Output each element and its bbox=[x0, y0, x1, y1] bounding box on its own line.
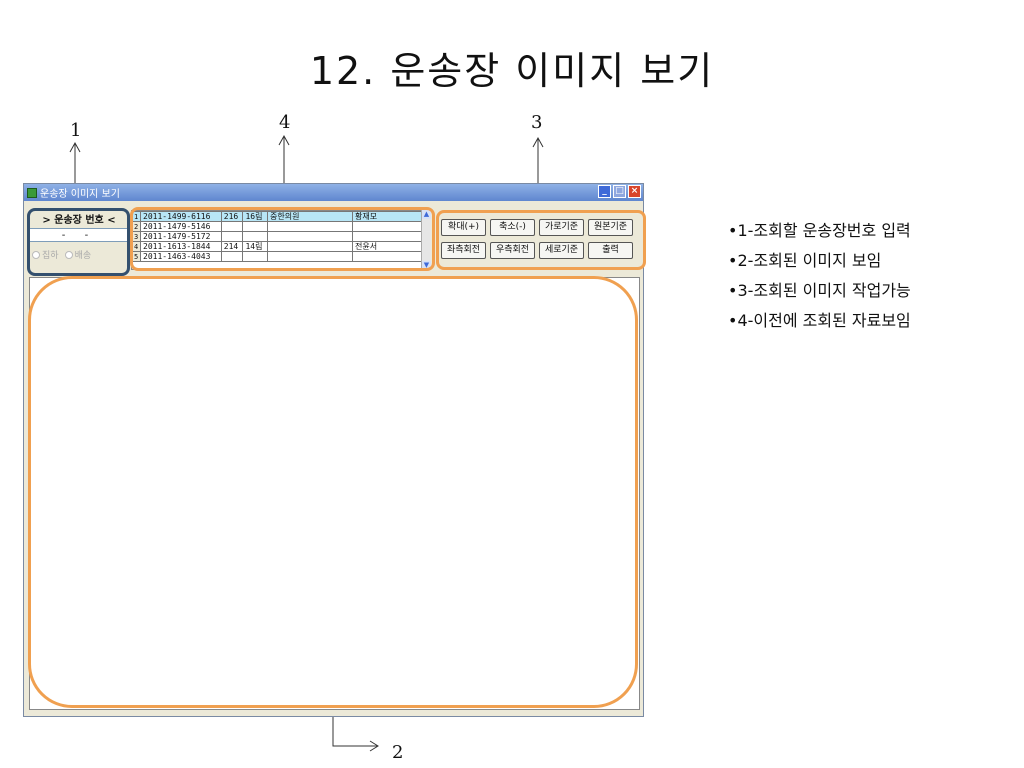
fit-height-button[interactable]: 세로기준 bbox=[539, 242, 584, 259]
highlight-search-panel bbox=[27, 208, 130, 276]
minimize-icon[interactable]: _ bbox=[598, 185, 611, 198]
radio-delivery-label: 배송 bbox=[74, 251, 92, 261]
arrow-icon bbox=[332, 710, 379, 752]
rotate-right-button[interactable]: 우측회전 bbox=[490, 242, 535, 259]
radio-pickup[interactable]: 집하 bbox=[32, 248, 59, 261]
invoice-cell: 2011-1463-4043 bbox=[140, 251, 222, 262]
print-button[interactable]: 출력 bbox=[588, 242, 633, 259]
grid-scrollbar[interactable]: ▲ ▼ bbox=[421, 210, 431, 270]
window-title: 운송장 이미지 보기 bbox=[40, 189, 120, 200]
code-cell bbox=[220, 251, 244, 262]
table-row[interactable]: 5 2011-1463-4043 bbox=[132, 251, 430, 262]
highlight-image-area bbox=[28, 276, 638, 708]
scroll-down-icon[interactable]: ▼ bbox=[422, 261, 431, 270]
bullet-item: •1-조회할 운송장번호 입력 bbox=[728, 221, 911, 240]
table-row[interactable]: 3 2011-1479-5172 bbox=[132, 231, 430, 242]
callout-1: 1 bbox=[70, 120, 82, 141]
image-toolbar: 확대(+) 축소(-) 가로기준 원본기준 좌측회전 우측회전 세로기준 출력 bbox=[441, 219, 636, 259]
bullet-item: •4-이전에 조회된 자료보임 bbox=[728, 311, 911, 330]
slide-title: 12. 운송장 이미지 보기 bbox=[309, 49, 715, 93]
maximize-icon[interactable]: □ bbox=[613, 185, 626, 198]
history-grid[interactable]: 1 2011-1499-6116 216 16림 중한의원 황재모 2 2011… bbox=[131, 210, 431, 270]
fit-width-button[interactable]: 가로기준 bbox=[539, 219, 584, 236]
callout-4: 4 bbox=[279, 112, 291, 133]
close-icon[interactable]: × bbox=[628, 185, 641, 198]
original-size-button[interactable]: 원본기준 bbox=[588, 219, 633, 236]
highlight-history-grid bbox=[130, 207, 435, 271]
search-label: > 운송장 번호 < bbox=[42, 215, 116, 226]
radio-pickup-label: 집하 bbox=[42, 251, 59, 261]
bullet-item: •2-조회된 이미지 보임 bbox=[728, 251, 882, 270]
app-icon bbox=[27, 187, 37, 198]
radio-delivery[interactable]: 배송 bbox=[64, 248, 92, 261]
row-number: 5 bbox=[132, 251, 141, 262]
search-panel: > 운송장 번호 < - - 집하 배송 bbox=[29, 210, 129, 274]
bullet-list: •1-조회할 운송장번호 입력 •2-조회된 이미지 보임 •3-조회된 이미지… bbox=[728, 216, 911, 336]
highlight-toolbar bbox=[436, 210, 646, 270]
image-display-area[interactable] bbox=[29, 277, 640, 710]
rotate-left-button[interactable]: 좌측회전 bbox=[441, 242, 486, 259]
bullet-item: •3-조회된 이미지 작업가능 bbox=[728, 281, 911, 300]
zoom-in-button[interactable]: 확대(+) bbox=[441, 219, 486, 236]
zoom-out-button[interactable]: 축소(-) bbox=[490, 219, 535, 236]
callout-3: 3 bbox=[531, 112, 543, 133]
scroll-up-icon[interactable]: ▲ bbox=[422, 210, 431, 219]
callout-2: 2 bbox=[392, 742, 404, 763]
window-titlebar[interactable]: 운송장 이미지 보기 _ □ × bbox=[24, 184, 643, 201]
